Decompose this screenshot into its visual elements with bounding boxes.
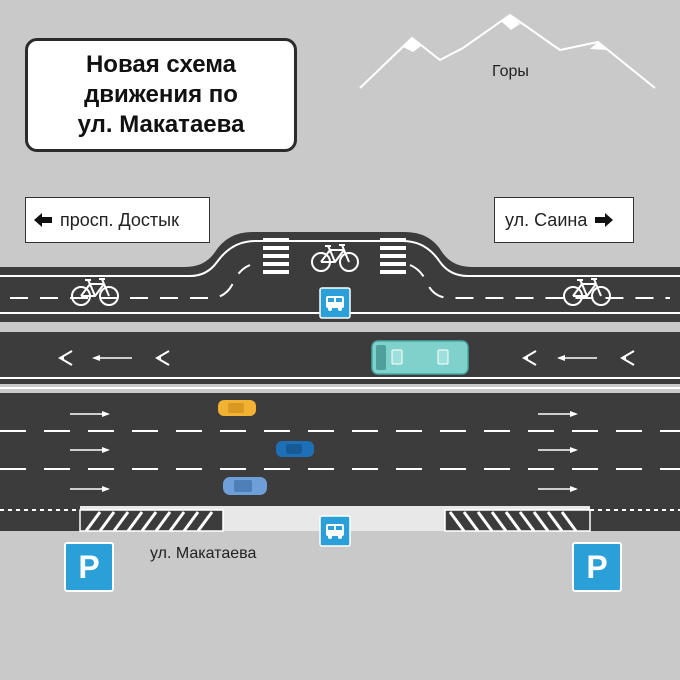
zebra-crossing-left bbox=[263, 238, 289, 274]
bike-lane bbox=[0, 232, 680, 322]
parking-icon: P bbox=[572, 542, 622, 592]
parking-symbol: P bbox=[586, 548, 608, 585]
hatched-zone-right bbox=[444, 509, 591, 532]
mountains-label: Горы bbox=[492, 63, 529, 80]
title-line-2: движения по bbox=[84, 81, 238, 108]
title-line-1: Новая схема bbox=[85, 51, 237, 78]
hatched-zone-left bbox=[79, 509, 224, 532]
car-icon bbox=[218, 400, 256, 416]
direction-sign-dostyk-label: просп. Достык bbox=[60, 209, 179, 230]
arrow-right-icon bbox=[595, 213, 614, 227]
bus-stop-icon bbox=[319, 515, 351, 547]
bus-stop-icon bbox=[319, 287, 351, 319]
arrow-left-icon bbox=[34, 213, 52, 227]
parking-symbol: P bbox=[78, 548, 100, 585]
bus bbox=[371, 340, 469, 375]
title: Новая схема движения по ул. Макатаева bbox=[78, 50, 245, 140]
car-icon bbox=[223, 477, 267, 495]
direction-sign-saina-label: ул. Саина bbox=[505, 209, 588, 230]
parking-icon: P bbox=[64, 542, 114, 592]
mountain-icon bbox=[359, 13, 656, 89]
direction-sign-saina: ул. Саина bbox=[494, 197, 634, 243]
title-box: Новая схема движения по ул. Макатаева bbox=[25, 38, 297, 152]
zebra-crossing-right bbox=[380, 238, 406, 274]
street-label: ул. Макатаева bbox=[150, 545, 257, 562]
car-icon bbox=[276, 441, 314, 457]
direction-sign-dostyk: просп. Достык bbox=[25, 197, 210, 243]
title-line-3: ул. Макатаева bbox=[77, 111, 245, 138]
